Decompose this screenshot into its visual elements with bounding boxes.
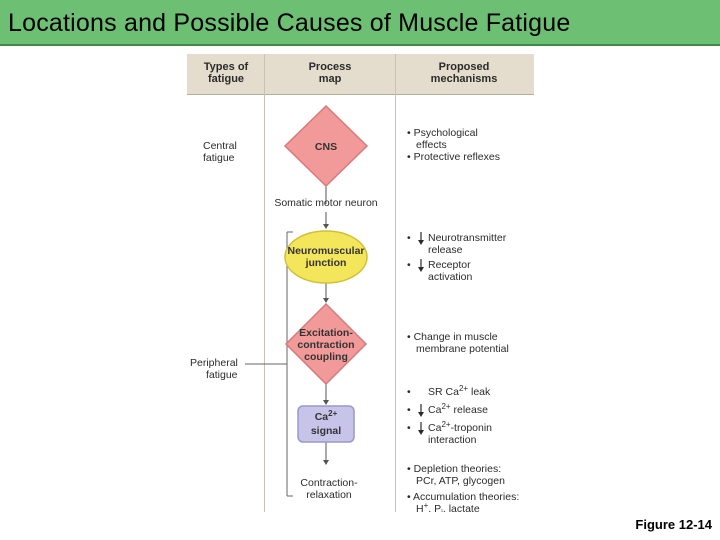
mech-ca3: Ca2+-troponin (428, 420, 492, 434)
header-types: Types of fatigue (189, 61, 263, 85)
nmj-line2: junction (305, 257, 347, 269)
mech-energy-line2: PCr, ATP, glycogen (416, 475, 505, 487)
arrowhead-ca (323, 460, 329, 465)
ecc-line3: coupling (304, 351, 348, 363)
mech-nmj1-line2: release (428, 244, 463, 256)
header-types-line1: Types of (203, 61, 249, 73)
contraction-line1: Contraction- (300, 477, 358, 489)
column-divider-1 (264, 54, 265, 512)
cns-diamond (283, 104, 369, 188)
table-header: Types of fatigue Process map Proposed me… (187, 54, 534, 95)
mech-ca1: SR Ca2+ leak (428, 384, 491, 398)
cns-label: CNS (315, 141, 337, 153)
ca-signal-box (297, 405, 355, 443)
contraction-line2: relaxation (306, 489, 352, 501)
central-fatigue-label: Central fatigue (203, 140, 237, 164)
ca1-tail: leak (468, 386, 491, 398)
bullet: • (407, 404, 411, 416)
bullet: • (407, 259, 411, 271)
mech-cns-line2: effects (416, 139, 447, 151)
ecc-line2: contraction (297, 339, 354, 351)
nmj-ellipse (284, 230, 368, 284)
down-arrow-head (418, 412, 424, 417)
ca3-sup: 2+ (441, 420, 450, 429)
p-text: , P (428, 503, 441, 512)
mech-cns: • Psychological effects • Protective ref… (407, 127, 500, 163)
mech-nmj2-line2: activation (428, 271, 473, 283)
h-text: H (416, 503, 424, 512)
bullet: • (407, 386, 411, 398)
central-line2: fatigue (203, 152, 235, 164)
slide-title: Locations and Possible Causes of Muscle … (8, 9, 571, 37)
ca1-text: SR Ca (428, 386, 459, 398)
ca2-tail: release (451, 404, 489, 416)
arrowhead-ecc (323, 400, 329, 405)
mech-ecc-line2: membrane potential (416, 343, 509, 355)
lactate-text: , lactate (443, 503, 480, 512)
down-arrow-head (418, 240, 424, 245)
peripheral-line2: fatigue (206, 369, 238, 381)
header-process-line1: Process (308, 61, 352, 73)
bullet: • (407, 232, 411, 244)
mech-energy-line4: H+, Pi, lactate (416, 501, 480, 512)
ca-signal-line1: Ca2+ (315, 409, 338, 423)
mech-nmj2-line1: Receptor (428, 259, 471, 271)
mech-ca3-line2: interaction (428, 434, 477, 446)
mech-nmj: • Neurotransmitter release • Receptor ac… (407, 232, 507, 283)
mech-ecc-line1: • Change in muscle (407, 331, 498, 343)
bullet: • (407, 422, 411, 434)
ca-signal-ca: Ca (315, 411, 329, 423)
mech-energy-line3: • Accumulation theories: (407, 491, 519, 503)
ca2-text: Ca (428, 404, 442, 416)
mech-cns-line1: • Psychological (407, 127, 478, 139)
nmj-line1: Neuromuscular (287, 245, 364, 257)
figure-caption: Figure 12-14 (635, 517, 712, 532)
header-mechanisms-line2: mechanisms (430, 73, 498, 85)
mech-cns-line3: • Protective reflexes (407, 151, 500, 163)
header-mechanisms: Proposed mechanisms (396, 61, 532, 85)
ca1-sup: 2+ (459, 384, 468, 393)
column-divider-2 (395, 54, 396, 512)
mech-energy-line1: • Depletion theories: (407, 463, 501, 475)
h-sup: + (424, 501, 429, 510)
arrowhead-nmj (323, 298, 329, 303)
header-types-line2: fatigue (207, 73, 245, 85)
ecc-line1: Excitation- (299, 327, 353, 339)
process-map: CNS Somatic motor neuron Neuromuscular j… (245, 104, 519, 512)
mech-nmj1-line1: Neurotransmitter (428, 232, 507, 244)
down-arrow-head (418, 267, 424, 272)
header-process-line2: map (318, 73, 342, 85)
peripheral-fatigue-label: Peripheral fatigue (190, 357, 238, 381)
peripheral-line1: Peripheral (190, 357, 238, 369)
fatigue-figure: Types of fatigue Process map Proposed me… (187, 54, 534, 512)
mech-ca: • SR Ca2+ leak • Ca2+ release • Ca2+-tro… (407, 384, 492, 446)
mech-energy: • Depletion theories: PCr, ATP, glycogen… (407, 463, 519, 512)
ca3-tail: -troponin (451, 422, 493, 434)
mech-ca2: Ca2+ release (428, 402, 488, 416)
slide-title-bar: Locations and Possible Causes of Muscle … (0, 0, 720, 46)
somatic-motor-neuron-label: Somatic motor neuron (274, 197, 377, 209)
p-sub: i (441, 508, 443, 512)
arrowhead-somatic (323, 224, 329, 229)
down-arrow-head (418, 430, 424, 435)
header-mechanisms-line1: Proposed (438, 61, 490, 73)
header-process: Process map (265, 61, 395, 85)
ca2-sup: 2+ (441, 402, 450, 411)
ca-signal-line2: signal (311, 425, 341, 437)
central-line1: Central (203, 140, 237, 152)
mech-ecc: • Change in muscle membrane potential (407, 331, 509, 355)
ecc-diamond (284, 302, 368, 386)
ca-signal-sup: 2+ (328, 409, 337, 418)
ca3-text: Ca (428, 422, 442, 434)
